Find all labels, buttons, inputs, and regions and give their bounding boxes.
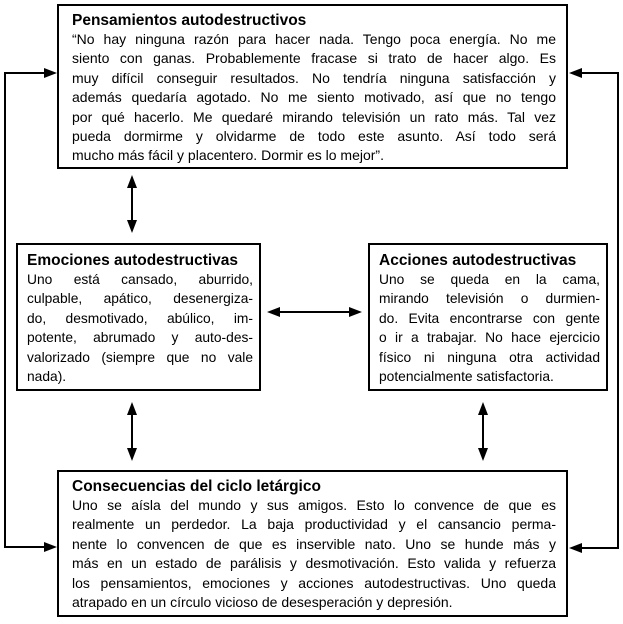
- text-line: Uno está cansado, aburrido,: [27, 272, 253, 287]
- arrowhead-down: [127, 448, 137, 461]
- text-line: valorizado (siempre que no vale: [27, 349, 253, 365]
- text-line: potente, abrumado y auto-des-: [27, 330, 253, 346]
- text-line: “No hay ninguna razón para hacer nada. T…: [72, 31, 556, 47]
- text-line: los pensamientos, emociones y acciones a…: [72, 574, 556, 591]
- arrowhead-up: [127, 175, 137, 188]
- arrowhead-right: [349, 307, 362, 317]
- text-line: físico ni ninguna otra actividad: [379, 349, 600, 365]
- arrow-pensamientos-emociones: [127, 175, 137, 233]
- arrowhead-down: [127, 220, 137, 233]
- arrowhead-into-pensamientos: [569, 68, 582, 78]
- box-title: Consecuencias del ciclo letárgico: [72, 478, 321, 495]
- arrowhead-into-pensamientos: [44, 68, 57, 78]
- text-line: o ir a trabajar. No hace ejercicio: [379, 330, 600, 346]
- text-line: Uno se queda en la cama,: [379, 272, 600, 287]
- text-line: do. Evita encontrarse con gente: [379, 310, 600, 326]
- box-acciones-autodestructivas: Acciones autodestructivas Uno se queda e…: [368, 243, 608, 391]
- text-line: más en un estado de parálisis y desmotiv…: [72, 555, 556, 572]
- text-line: nente lo convencen de que es inservible …: [72, 535, 556, 552]
- arrowhead-into-consecuencias: [569, 543, 582, 553]
- text-line: culpable, apático, desenergiza-: [27, 291, 253, 307]
- arrowhead-down: [478, 448, 488, 461]
- box-body: Uno está cansado, aburrido, culpable, ap…: [27, 270, 253, 386]
- text-line: además quedaría agotado. No me siento mo…: [72, 89, 556, 106]
- text-line: do, desmotivado, abúlico, im-: [27, 310, 253, 326]
- text-line: atrapado en un círculo vicioso de desesp…: [72, 594, 453, 611]
- box-body: Uno se aísla del mundo y sus amigos. Est…: [72, 496, 556, 612]
- text-line: pueda dormirme y olvidarme de todo este …: [72, 128, 556, 145]
- text-line: nada).: [27, 369, 67, 385]
- text-line: siento con ganas. Probablemente fracase …: [72, 50, 556, 67]
- box-emociones-autodestructivas: Emociones autodestructivas Uno está cans…: [16, 243, 261, 391]
- text-line: muy difícil conseguir resultados. No ten…: [72, 69, 556, 86]
- text-line: por qué hacerlo. Me quedaré mirando tele…: [72, 108, 556, 125]
- arrowhead-left: [267, 307, 280, 317]
- arrow-emociones-consecuencias: [127, 402, 137, 461]
- arrowhead-up: [127, 402, 137, 415]
- box-title: Pensamientos autodestructivos: [72, 12, 307, 29]
- text-line: realmente un perdedor. La baja productiv…: [72, 516, 556, 533]
- text-line: mucho más fácil y placentero. Dormir es …: [72, 147, 384, 164]
- box-body: Uno se queda en la cama, mirando televis…: [379, 270, 600, 386]
- box-pensamientos-autodestructivos: Pensamientos autodestructivos “No hay ni…: [57, 4, 568, 169]
- arrow-acciones-consecuencias: [478, 402, 488, 461]
- box-consecuencias-ciclo-letargico: Consecuencias del ciclo letárgico Uno se…: [57, 470, 568, 617]
- arrowhead-into-consecuencias: [44, 542, 57, 552]
- text-line: Uno se aísla del mundo y sus amigos. Est…: [72, 497, 556, 513]
- box-title: Emociones autodestructivas: [27, 252, 239, 269]
- box-body: “No hay ninguna razón para hacer nada. T…: [72, 30, 556, 166]
- arrow-emociones-acciones: [267, 307, 362, 317]
- text-line: potencialmente satisfactoria.: [379, 369, 554, 385]
- text-line: mirando televisión o durmien-: [379, 291, 600, 307]
- box-title: Acciones autodestructivas: [379, 252, 577, 269]
- arrowhead-up: [478, 402, 488, 415]
